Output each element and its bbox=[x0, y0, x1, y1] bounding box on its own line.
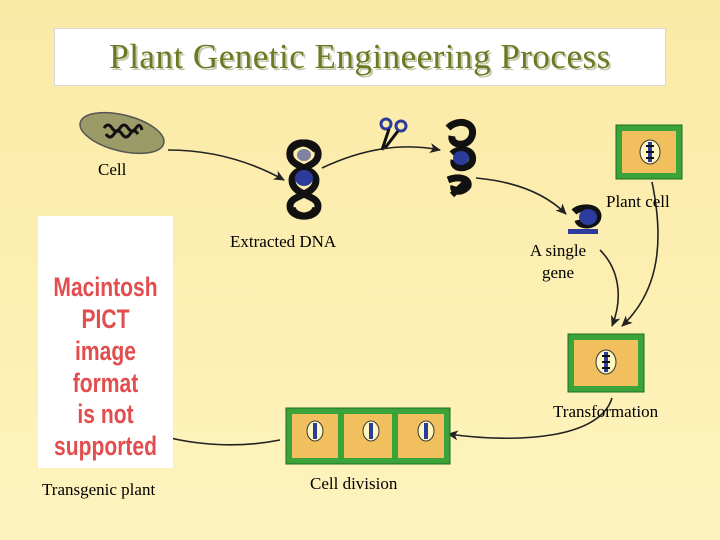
transgenic-plant-image: Macintosh PICT image format is not suppo… bbox=[38, 216, 173, 468]
cut-dna-icon bbox=[445, 118, 477, 198]
arrow-dna-to-cut bbox=[321, 143, 441, 169]
scissors-icon bbox=[379, 117, 408, 151]
dividing-cells-icon bbox=[285, 407, 451, 465]
page-title: Plant Genetic Engineering Process bbox=[109, 37, 611, 76]
transgenic-plant-label: Transgenic plant bbox=[42, 480, 156, 499]
arrow-cut-to-plant-cell bbox=[475, 177, 567, 215]
cell-division-label: Cell division bbox=[310, 474, 398, 493]
extracted-dna-label: Extracted DNA bbox=[230, 232, 337, 251]
unsupported-image-text: Macintosh PICT image format is not suppo… bbox=[53, 272, 158, 462]
cell-label: Cell bbox=[98, 160, 127, 179]
plant-cell-label: Plant cell bbox=[606, 192, 670, 211]
transformation-label: Transformation bbox=[553, 402, 659, 421]
bacterial-cell-icon bbox=[79, 111, 165, 155]
arrow-cell-to-dna bbox=[167, 149, 285, 181]
single-gene-icon bbox=[568, 204, 602, 234]
extracted-dna-icon bbox=[286, 139, 322, 220]
single-gene-label: A single gene bbox=[529, 241, 587, 283]
transformed-cell-icon bbox=[567, 333, 645, 393]
arrow-gene-to-transformation bbox=[599, 249, 621, 327]
plant-cell-icon bbox=[615, 124, 683, 180]
arrow-transformation-to-division bbox=[447, 397, 613, 441]
arrow-division-to-plant bbox=[154, 432, 281, 446]
title-box: Plant Genetic Engineering Process bbox=[54, 28, 666, 86]
arrow-plantcell-to-transformation bbox=[621, 181, 659, 327]
